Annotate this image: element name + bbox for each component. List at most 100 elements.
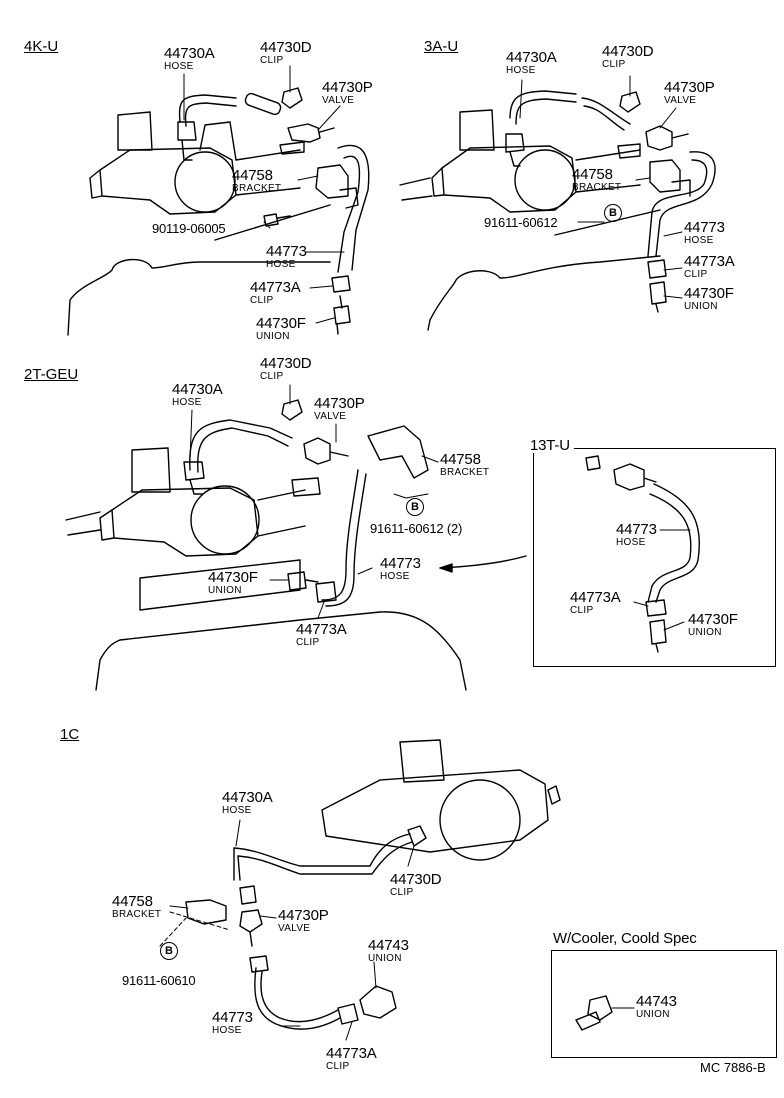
part-number: 44773A: [570, 589, 621, 606]
callout-44773a-clip: 44773A CLIP: [570, 590, 621, 616]
part-description: CLIP: [602, 59, 626, 70]
inset-box-cooler: [551, 950, 777, 1058]
reference-code: MC 7886-B: [700, 1060, 766, 1075]
callout-44773-hose: 44773 HOSE: [616, 522, 657, 548]
part-number: 44730D: [260, 39, 312, 56]
part-description: UNION: [636, 1009, 670, 1020]
part-description: UNION: [688, 627, 722, 638]
part-description: HOSE: [222, 805, 252, 816]
callout-44758-bracket: 44758 BRACKET: [112, 894, 161, 920]
callout-44758-bracket: 44758 BRACKET: [232, 168, 281, 194]
callout-44730f-union: 44730F UNION: [684, 286, 734, 312]
part-description: VALVE: [314, 411, 347, 422]
inset-cooler-art: [575, 995, 613, 1031]
part-description: UNION: [208, 585, 242, 596]
part-description: UNION: [368, 953, 402, 964]
part-number: 44773A: [326, 1045, 377, 1062]
part-description: HOSE: [684, 235, 714, 246]
part-number: 44730D: [602, 43, 654, 60]
part-description: HOSE: [164, 61, 194, 72]
part-number: 44730P: [664, 79, 715, 96]
callout-44773a-clip: 44773A CLIP: [326, 1046, 377, 1072]
part-description: HOSE: [172, 397, 202, 408]
bracket-44758-4ku: [315, 164, 359, 209]
callout-44730a-hose: 44730A HOSE: [164, 46, 215, 72]
part-description: CLIP: [250, 295, 274, 306]
section-title-4ku: 4K-U: [24, 38, 59, 55]
hose-44773-3au: [647, 151, 716, 257]
clip-44730d-2tgeu: [281, 399, 303, 421]
inset-title-cooler: W/Cooler, Coold Spec: [553, 930, 697, 947]
clip-union-1c: [337, 985, 397, 1025]
callout-91611-60610: 91611-60610: [122, 973, 196, 988]
section-title-3au: 3A-U: [424, 38, 459, 55]
bracket-44758-2tgeu: [367, 425, 429, 479]
callout-44730a-hose: 44730A HOSE: [222, 790, 273, 816]
part-description: UNION: [256, 331, 290, 342]
hose-44773-2tgeu: [321, 469, 367, 607]
callout-44730p-valve: 44730P VALVE: [278, 908, 329, 934]
part-description: CLIP: [684, 269, 708, 280]
part-number: 44773: [380, 555, 421, 572]
callout-44730d-clip: 44730D CLIP: [602, 43, 654, 70]
part-number: 44773A: [684, 253, 735, 270]
section-title-2tgeu: 2T-GEU: [24, 366, 79, 383]
part-number: 44773A: [250, 279, 301, 296]
part-description: HOSE: [266, 259, 296, 270]
part-number: 44730P: [278, 907, 329, 924]
part-number: 44773: [684, 219, 725, 236]
part-description: CLIP: [326, 1061, 350, 1072]
part-number: 44758: [112, 893, 153, 910]
engine-outline-4ku: [67, 111, 331, 336]
part-number: 44743: [368, 937, 409, 954]
part-description: BRACKET: [232, 183, 282, 194]
inset-title-13tu: 13T-U: [526, 438, 574, 453]
part-number: 44730D: [390, 871, 442, 888]
callout-44758-bracket: 44758 BRACKET: [440, 452, 489, 478]
part-number: 44773: [212, 1009, 253, 1026]
hose-44730a-1c: [233, 833, 413, 881]
callout-44773-hose: 44773 HOSE: [266, 244, 307, 270]
callout-44730a-hose: 44730A HOSE: [506, 50, 557, 76]
part-number: 44730F: [256, 315, 306, 332]
part-description: BRACKET: [572, 182, 622, 193]
callout-91611-60612-2: 91611-60612 (2): [370, 521, 463, 536]
hose-44730a-4ku: [177, 92, 282, 161]
part-description: CLIP: [296, 637, 320, 648]
callout-90119-06005: 90119-06005: [152, 221, 226, 236]
clip-44730d-1c: [407, 825, 427, 847]
valve-44730p-4ku: [279, 123, 335, 155]
part-number: 44730P: [322, 79, 373, 96]
callout-91611-60612: 91611-60612: [484, 215, 558, 230]
callout-44758-bracket: 44758 BRACKET: [572, 167, 621, 193]
part-description: CLIP: [260, 371, 284, 382]
part-number: 44730F: [684, 285, 734, 302]
part-number: 44758: [232, 167, 273, 184]
clip-44730d-3au: [619, 91, 641, 113]
part-description: BRACKET: [440, 467, 490, 478]
part-number: 44730P: [314, 395, 365, 412]
engine-outline-3au: [399, 109, 661, 331]
part-description: CLIP: [390, 887, 414, 898]
valve-44730p-2tgeu: [303, 437, 349, 465]
callout-44773a-clip: 44773A CLIP: [684, 254, 735, 280]
part-number: 44730A: [164, 45, 215, 62]
callout-44743-union: 44743 UNION: [368, 938, 409, 964]
part-description: HOSE: [380, 571, 410, 582]
part-description: HOSE: [212, 1025, 242, 1036]
marker-b: B: [406, 498, 424, 516]
callout-44730a-hose: 44730A HOSE: [172, 382, 223, 408]
inset-13tu-art: [585, 455, 700, 653]
callout-44730d-clip: 44730D CLIP: [260, 39, 312, 66]
part-number: 44730F: [208, 569, 258, 586]
hose-44730a-3au: [505, 90, 631, 167]
valve-44730p-1c: [239, 885, 263, 947]
callout-44730p-valve: 44730P VALVE: [322, 80, 373, 106]
callout-44730f-union: 44730F UNION: [208, 570, 258, 596]
part-description: CLIP: [260, 55, 284, 66]
part-number: 44730A: [222, 789, 273, 806]
part-description: UNION: [684, 301, 718, 312]
part-number: 44743: [636, 993, 677, 1010]
callout-44730f-union: 44730F UNION: [688, 612, 738, 638]
